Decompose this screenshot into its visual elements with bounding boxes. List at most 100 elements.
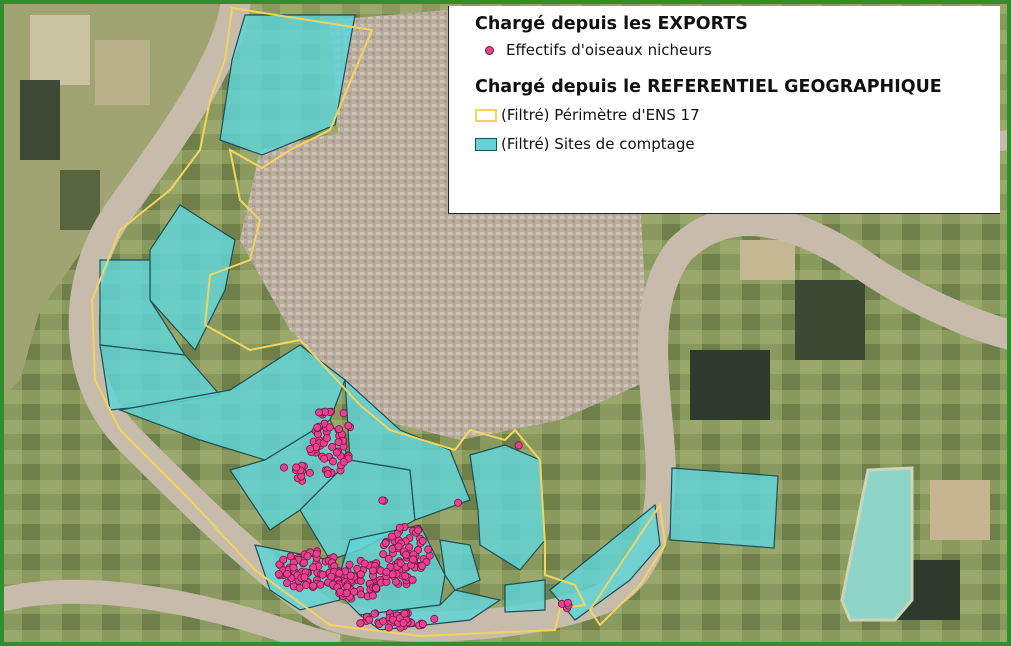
ens-perimeter[interactable] [90,6,587,638]
bird-point[interactable] [314,408,323,417]
bird-point[interactable] [401,550,410,559]
bird-point[interactable] [342,589,351,598]
bird-point[interactable] [430,614,439,623]
bird-point[interactable] [418,536,427,545]
bird-point[interactable] [339,458,348,467]
field-east-1 [690,350,770,420]
bird-point[interactable] [424,545,433,554]
bird-point[interactable] [382,568,391,577]
bird-point[interactable] [454,498,463,507]
bird-point[interactable] [387,532,396,541]
bird-point[interactable] [356,619,365,628]
bird-point[interactable] [353,564,362,573]
bird-point[interactable] [395,523,404,532]
bird-point[interactable] [283,570,292,579]
bird-point[interactable] [409,555,418,564]
counting-site[interactable] [219,14,356,156]
bird-point[interactable] [343,582,352,591]
bird-point[interactable] [335,569,344,578]
bird-point[interactable] [312,549,321,558]
bird-point[interactable] [279,463,288,472]
bird-point[interactable] [286,552,295,561]
bird-point[interactable] [370,609,379,618]
bird-point[interactable] [313,423,322,432]
counting-site[interactable] [117,344,346,461]
bird-point[interactable] [309,563,318,572]
bird-point[interactable] [289,563,298,572]
bird-point[interactable] [408,576,417,585]
bird-point[interactable] [418,620,427,629]
counting-site[interactable] [149,204,236,352]
bird-point[interactable] [372,584,381,593]
bird-point[interactable] [334,438,343,447]
counting-site[interactable] [439,539,481,591]
bird-point[interactable] [306,444,315,453]
bird-point[interactable] [401,571,410,580]
bird-point[interactable] [292,463,301,472]
counting-site[interactable] [669,467,779,549]
bird-point[interactable] [345,560,354,569]
bird-point[interactable] [328,442,337,451]
counting-site[interactable] [344,378,471,521]
bird-point[interactable] [332,448,341,457]
legend-label: (Filtré) Sites de comptage [501,135,695,153]
bird-point[interactable] [356,590,365,599]
bird-point[interactable] [368,566,377,575]
bird-point[interactable] [381,539,390,548]
bird-point[interactable] [418,562,427,571]
counting-site[interactable] [504,579,546,613]
ens-perimeter-layer[interactable] [90,6,667,638]
field-east-3 [930,480,990,540]
bird-point[interactable] [303,552,312,561]
bird-point[interactable] [396,559,405,568]
counting-site[interactable] [469,444,546,571]
bird-point[interactable] [316,580,325,589]
bird-point[interactable] [360,559,369,568]
bird-point[interactable] [305,468,314,477]
bird-point[interactable] [301,581,310,590]
bird-point[interactable] [414,526,423,535]
bird-point[interactable] [336,587,345,596]
bird-points-layer[interactable] [274,407,573,632]
bird-point[interactable] [318,570,327,579]
bird-point[interactable] [325,423,334,432]
bird-point[interactable] [322,434,331,443]
bird-point[interactable] [344,421,353,430]
bird-point[interactable] [379,550,388,559]
bird-point[interactable] [384,554,393,563]
bird-point[interactable] [300,558,309,567]
bird-point[interactable] [400,609,409,618]
bird-point[interactable] [394,542,403,551]
bird-point[interactable] [368,591,377,600]
bird-point[interactable] [365,615,374,624]
legend-item-bird-points[interactable]: Effectifs d'oiseaux nicheurs [475,41,1000,59]
bird-point[interactable] [384,623,393,632]
bird-point[interactable] [309,581,318,590]
bird-point[interactable] [300,573,309,582]
bird-point[interactable] [327,572,336,581]
legend-referentiel-heading: Chargé depuis le REFERENTIEL GEOGRAPHIQU… [475,77,942,97]
bird-point[interactable] [339,409,348,418]
bird-point[interactable] [378,496,387,505]
legend-item-counting-sites[interactable]: (Filtré) Sites de comptage [475,135,1000,153]
bird-point[interactable] [320,454,329,463]
bird-point[interactable] [346,571,355,580]
counting-site[interactable] [99,259,187,356]
bird-point[interactable] [323,469,332,478]
bird-point[interactable] [514,441,523,450]
bird-point[interactable] [356,570,365,579]
legend-item-ens-perimeter[interactable]: (Filtré) Périmètre d'ENS 17 [475,106,1000,124]
river-charente [68,0,1011,642]
bird-point[interactable] [334,425,343,434]
bird-point[interactable] [279,555,288,564]
legend-label: (Filtré) Périmètre d'ENS 17 [501,106,700,124]
bird-point[interactable] [350,587,359,596]
ens-perimeter[interactable] [588,502,667,627]
bird-point[interactable] [379,617,388,626]
filled-rectangle-icon [475,137,497,151]
bird-point[interactable] [399,619,408,628]
bird-point[interactable] [274,570,283,579]
bird-point[interactable] [328,457,337,466]
bird-point[interactable] [282,579,291,588]
bird-point[interactable] [563,598,572,607]
